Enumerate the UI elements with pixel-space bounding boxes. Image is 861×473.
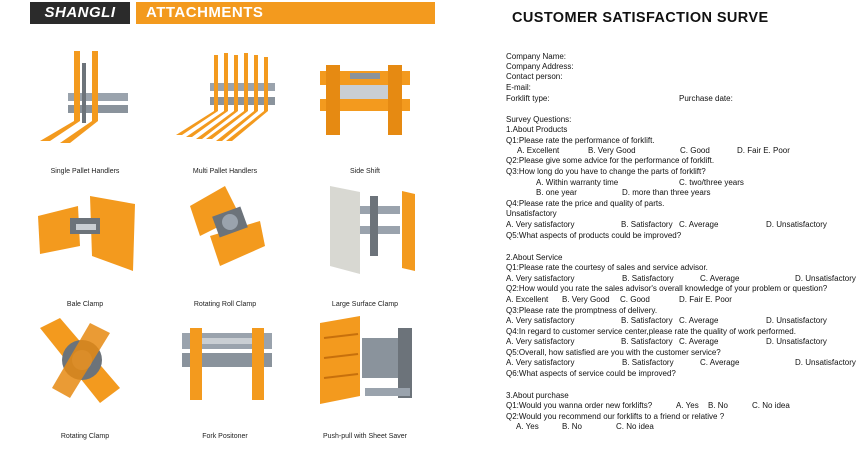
attachment-single-pallet-handlers: Single Pallet Handlers <box>15 38 155 178</box>
attachment-caption: Bale Clamp <box>66 301 104 308</box>
option: D. Fair E. Poor <box>679 295 732 304</box>
option: C. Good <box>680 146 710 155</box>
option: D. Fair E. Poor <box>737 146 790 155</box>
field-email: E-mail: <box>506 83 531 92</box>
products-q5: Q5:What aspects of products could be imp… <box>506 231 682 240</box>
push-pull-image <box>320 316 412 404</box>
option: A. Within warranty time <box>536 178 619 187</box>
option: A. Yes <box>516 422 539 431</box>
products-q4-unsatisfactory: Unsatisfactory <box>506 209 557 218</box>
option: A. Yes <box>676 401 699 410</box>
option: C. Average <box>679 316 719 325</box>
option: D. Unsatisfactory <box>766 316 827 325</box>
field-company-address: Company Address: <box>506 62 574 71</box>
attachment-bale-clamp: Bale Clamp <box>15 171 155 311</box>
attachment-caption: Push-pull with Sheet Saver <box>322 433 408 440</box>
option: A. Excellent <box>517 146 560 155</box>
forklift-type-label: Forklift type: <box>506 94 550 103</box>
attachment-fork-positioner: Fork Positoner <box>155 303 295 443</box>
service-heading: 2.About Service <box>506 253 563 262</box>
option: C. No idea <box>616 422 654 431</box>
field-contact-person: Contact person: <box>506 72 563 81</box>
option: C. two/three years <box>679 178 744 187</box>
option: B. Satisfactory <box>621 316 673 325</box>
option: C. Average <box>700 358 740 367</box>
option: C. No idea <box>752 401 790 410</box>
rotating-roll-clamp-image <box>190 186 265 266</box>
attachment-caption: Side Shift <box>350 168 380 175</box>
attachment-multi-pallet-handlers: Multi Pallet Handlers <box>155 38 295 178</box>
products-heading: 1.About Products <box>506 125 568 134</box>
attachment-caption: Multi Pallet Handlers <box>192 168 258 175</box>
option: B. one year <box>536 188 577 197</box>
large-surface-clamp-image <box>330 186 415 274</box>
option: A. Very satisfactory <box>506 337 575 346</box>
option: A. Very satisfactory <box>506 316 575 325</box>
attachments-banner: SHANGLI ATTACHMENTS <box>30 2 435 24</box>
brand-logo: SHANGLI <box>30 2 130 24</box>
option: B. Satisfactory <box>622 358 674 367</box>
option: D. more than three years <box>622 188 711 197</box>
attachment-caption: Single Pallet Handlers <box>50 168 120 175</box>
attachment-caption: Fork Positoner <box>202 433 248 440</box>
attachment-large-surface-clamp: Large Surface Clamp <box>295 171 435 311</box>
option: B. Satisfactory <box>622 274 674 283</box>
option: A. Excellent <box>506 295 549 304</box>
rotating-clamp-image <box>40 318 120 403</box>
attachment-side-shift: Side Shift <box>295 38 435 178</box>
option: A. Very satisfactory <box>506 274 575 283</box>
fork-positioner-image <box>182 328 272 400</box>
single-pallet-handler-image <box>40 51 128 143</box>
side-shift-image <box>320 65 410 135</box>
option: B. Very Good <box>588 146 636 155</box>
attachment-rotating-roll-clamp: Rotating Roll Clamp <box>155 171 295 311</box>
survey-questions-heading: Survey Questions: <box>506 115 572 124</box>
option: C. Average <box>679 220 719 229</box>
products-q3: Q3:How long do you have to change the pa… <box>506 167 706 176</box>
option: B. Satisfactory <box>621 337 673 346</box>
multi-pallet-handler-image <box>176 53 275 141</box>
service-q1: Q1:Please rate the courtesy of sales and… <box>506 263 708 272</box>
purchase-date-label: Purchase date: <box>679 94 733 103</box>
service-q2: Q2:How would you rate the sales advisor'… <box>506 284 828 293</box>
field-company-name: Company Name: <box>506 52 567 61</box>
option: B. No <box>562 422 583 431</box>
attachment-caption: Large Surface Clamp <box>331 301 399 308</box>
products-q4: Q4:Please rate the price and quality of … <box>506 199 665 208</box>
option: C. Good <box>620 295 650 304</box>
service-q4: Q4:In regard to customer service center,… <box>506 327 796 336</box>
survey-title: CUSTOMER SATISFACTION SURVE <box>512 10 769 26</box>
purchase-heading: 3.About purchase <box>506 391 569 400</box>
attachment-caption: Rotating Clamp <box>60 433 110 440</box>
option: B. Very Good <box>562 295 610 304</box>
products-q1: Q1:Please rate the performance of forkli… <box>506 136 655 145</box>
attachment-caption: Rotating Roll Clamp <box>193 301 257 308</box>
service-q6: Q6:What aspects of service could be impr… <box>506 369 676 378</box>
option: D. Unsatisfactory <box>766 337 827 346</box>
option: A. Very satisfactory <box>506 220 575 229</box>
option: D. Unsatisfactory <box>795 274 856 283</box>
service-q5: Q5:Overall, how satisfied are you with t… <box>506 348 721 357</box>
option: C. Average <box>679 337 719 346</box>
option: A. Very satisfactory <box>506 358 575 367</box>
option: C. Average <box>700 274 740 283</box>
service-q3: Q3:Please rate the promptness of deliver… <box>506 306 658 315</box>
option: B. Satisfactory <box>621 220 673 229</box>
purchase-q2: Q2:Would you recommend our forklifts to … <box>506 412 725 421</box>
option: D. Unsatisfactory <box>766 220 827 229</box>
attachment-push-pull-sheet-saver: Push-pull with Sheet Saver <box>295 303 435 443</box>
bale-clamp-image <box>38 196 135 271</box>
option: B. No <box>708 401 729 410</box>
option: D. Unsatisfactory <box>795 358 856 367</box>
attachment-grid: Single Pallet Handlers Multi Pallet Hand… <box>15 38 435 468</box>
attachment-rotating-clamp: Rotating Clamp <box>15 303 155 443</box>
question: Q1:Would you wanna order new forklifts? <box>506 401 653 410</box>
products-q2: Q2:Please give some advice for the perfo… <box>506 156 715 165</box>
banner-title: ATTACHMENTS <box>130 2 435 24</box>
